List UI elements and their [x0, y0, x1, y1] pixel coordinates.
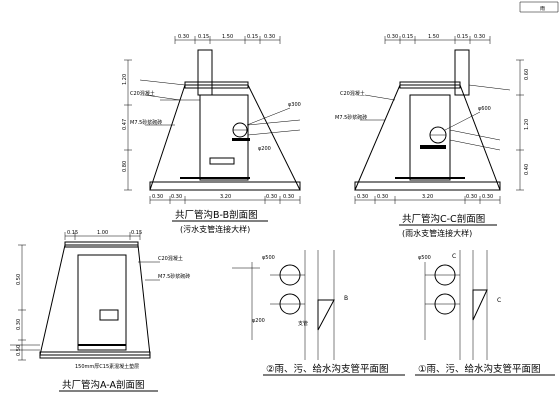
- callout-aa-1: M7.5砂浆砌砖: [158, 273, 190, 280]
- subtitle-cc: (雨水支管连接大样): [402, 228, 472, 238]
- dim-bottom-cc: 0.30 0.30 3.20 0.30 0.30: [354, 194, 501, 204]
- dim-aa-top-2: 0.15: [131, 230, 142, 236]
- callout-cc-1: M7.5砂浆砌砖: [335, 114, 367, 121]
- dim-top-bb: 0.30 0.15 1.50 0.15 0.30: [174, 34, 281, 44]
- title-plan2: ②雨、污、给水沟支管平面图: [266, 363, 389, 375]
- riser-bb: [197, 49, 213, 96]
- callout-cc-2: φ600: [478, 106, 491, 112]
- brick-wall-bb: [149, 84, 301, 191]
- dim-side-bb: 1.20 0.47 0.80: [122, 59, 132, 191]
- dim-bb-top-3: 0.15: [247, 34, 258, 40]
- title-cc: 共厂管沟C-C剖面图: [402, 213, 485, 225]
- section-bb: 0.30 0.15 1.50 0.15 0.30 1.20 0.47 0.80: [122, 34, 301, 234]
- dim-bb-top-0: 0.30: [178, 34, 189, 40]
- plan1-label-0: φ500: [418, 255, 431, 261]
- callout-bb-2: φ300: [288, 102, 301, 108]
- base-slab-bb: [149, 181, 301, 191]
- plan1-label-2: C: [452, 253, 456, 260]
- dim-bb-top-4: 0.30: [264, 34, 275, 40]
- dim-cc-side-2: 0.40: [524, 164, 530, 175]
- callout-bb-1: M7.5砂浆砌砖: [130, 119, 162, 126]
- callout-cc-0: C20混凝土: [340, 90, 365, 97]
- cover-slab-aa: [64, 241, 139, 248]
- callout-aa-0: C20混凝土: [158, 255, 183, 262]
- dim-cc-top-1: 0.15: [402, 34, 413, 40]
- brick-wall-aa: [39, 244, 151, 356]
- dim-cc-top-2: 1.50: [428, 34, 439, 40]
- plan2-label-3: 支管: [298, 320, 308, 327]
- chamber-bb: [199, 94, 249, 181]
- dim-bb-side-1: 0.47: [122, 119, 128, 130]
- dim-top-aa: 0.15 1.00 0.15: [64, 230, 142, 240]
- cover-slab-cc: [399, 81, 461, 89]
- dim-cc-top-4: 0.30: [474, 34, 485, 40]
- base-slab-aa: [39, 351, 151, 359]
- dim-side-aa: 0.50 0.30 0.50: [16, 244, 26, 361]
- brick-wall-cc: [354, 84, 501, 191]
- dim-bb-bottom-2: 3.20: [220, 194, 231, 200]
- dim-aa-side-0: 0.50: [16, 274, 22, 285]
- dim-aa-top-0: 0.15: [67, 230, 78, 236]
- section-aa: 0.15 1.00 0.15 0.50 0.30 0.50 C20混凝土 M7.…: [10, 230, 190, 392]
- plan2-label-2: φ200: [252, 318, 265, 324]
- corner-label-box: 雨: [519, 1, 559, 13]
- dim-top-cc: 0.30 0.15 1.50 0.15 0.30: [384, 34, 491, 44]
- dim-bb-bottom-1: 0.30: [171, 194, 182, 200]
- corner-label: 雨: [540, 6, 545, 12]
- dim-bb-bottom-3: 0.30: [266, 194, 277, 200]
- section-cc: 0.30 0.15 1.50 0.15 0.30 0.60 1.20 0.40: [335, 34, 530, 238]
- callout-bb-0: C20混凝土: [130, 90, 155, 97]
- title-bb: 共厂管沟B-B剖面图: [175, 209, 258, 221]
- dim-side-cc: 0.60 1.20 0.40: [516, 59, 530, 191]
- dim-aa-top-1: 1.00: [97, 230, 108, 236]
- chamber-aa: [77, 254, 127, 351]
- dim-aa-side-1: 0.30: [16, 319, 22, 330]
- plan2-label-1: B: [344, 295, 348, 302]
- dim-aa-side-2: 0.50: [16, 345, 22, 356]
- dim-cc-bottom-1: 0.30: [377, 194, 388, 200]
- dim-bb-side-2: 0.80: [122, 161, 128, 172]
- dim-bb-bottom-0: 0.30: [152, 194, 163, 200]
- base-slab-cc: [354, 181, 501, 191]
- plan-1: φ500 C C ①雨、污、给水沟支管平面图: [415, 250, 555, 376]
- dim-cc-side-1: 1.20: [524, 119, 530, 130]
- dim-bottom-bb: 0.30 0.30 3.20 0.30 0.30: [149, 194, 301, 204]
- callouts-aa: C20混凝土 M7.5砂浆砌砖 150mm厚C15素混凝土垫层: [75, 255, 190, 370]
- plan-2: φ500 B φ200 支管 ②雨、污、给水沟支管平面图: [232, 250, 405, 376]
- callouts-cc: C20混凝土 M7.5砂浆砌砖 φ600: [335, 90, 491, 131]
- dim-cc-side-0: 0.60: [524, 69, 530, 80]
- callout-aa-2: 150mm厚C15素混凝土垫层: [75, 363, 139, 370]
- dim-cc-bottom-4: 0.30: [482, 194, 493, 200]
- callouts-bb: C20混凝土 M7.5砂浆砌砖 φ300 φ200: [130, 90, 301, 152]
- plan1-label-1: C: [497, 297, 501, 304]
- chamber-cc: [409, 94, 451, 181]
- dim-cc-top-0: 0.30: [387, 34, 398, 40]
- dim-cc-bottom-3: 0.30: [466, 194, 477, 200]
- dim-cc-top-3: 0.15: [457, 34, 468, 40]
- callout-bb-3: φ200: [258, 146, 271, 152]
- dim-bb-side-0: 1.20: [122, 74, 128, 85]
- title-aa: 共厂管沟A-A剖面图: [62, 379, 145, 391]
- subtitle-bb: (污水支管连接大样): [180, 224, 250, 234]
- plan2-label-0: φ500: [262, 255, 275, 261]
- dim-cc-bottom-2: 3.20: [422, 194, 433, 200]
- title-plan1: ①雨、污、给水沟支管平面图: [418, 363, 541, 375]
- dim-bb-bottom-4: 0.30: [283, 194, 294, 200]
- dim-cc-bottom-0: 0.30: [357, 194, 368, 200]
- dim-bb-top-2: 1.50: [222, 34, 233, 40]
- riser-cc: [454, 49, 470, 96]
- dim-bb-top-1: 0.15: [198, 34, 209, 40]
